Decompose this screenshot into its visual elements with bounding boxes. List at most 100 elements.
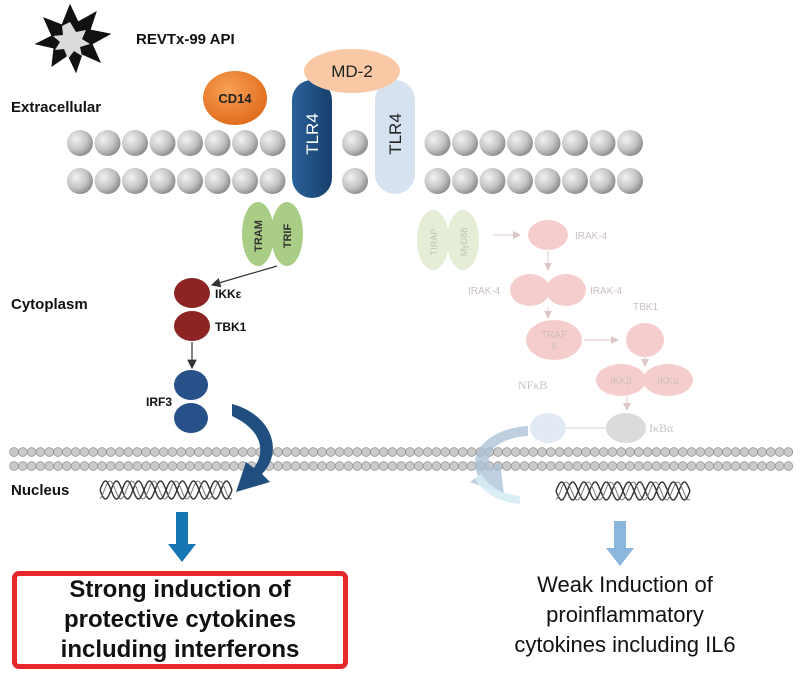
nuclear-lipid-bead	[334, 461, 345, 471]
irf3-label: IRF3	[146, 395, 172, 409]
nuclear-lipid-bead	[220, 461, 230, 471]
nuclear-lipid-bead	[510, 461, 521, 471]
nuclear-lipid-bead	[238, 447, 248, 457]
nuclear-lipid-bead	[422, 461, 433, 471]
lipid-bead	[342, 130, 368, 156]
nuclear-lipid-bead	[299, 461, 310, 471]
lipid-bead	[259, 168, 286, 194]
cytoplasm-label: Cytoplasm	[11, 296, 88, 313]
nuclear-lipid-bead	[449, 461, 459, 471]
nuclear-lipid-bead	[202, 461, 213, 471]
myd88-node	[447, 210, 479, 270]
nuclear-lipid-bead	[774, 461, 785, 471]
nuclear-lipid-bead	[502, 447, 512, 457]
nuclear-lipid-bead	[510, 447, 521, 457]
nuclear-lipid-bead	[783, 447, 794, 457]
nuclear-lipid-bead	[739, 461, 750, 471]
lipid-bead	[507, 130, 533, 156]
nuclear-lipid-bead	[26, 461, 37, 471]
nuclear-lipid-bead	[669, 461, 679, 471]
dna-helix-right	[555, 481, 691, 501]
nuclear-lipid-bead	[282, 461, 292, 471]
strong-outcome-text: Strong induction of protective cytokines…	[60, 576, 300, 663]
nuclear-lipid-bead	[642, 447, 653, 457]
nuclear-lipid-bead	[572, 461, 582, 471]
lipid-bead	[149, 168, 176, 194]
nuclear-lipid-bead	[757, 447, 767, 457]
lipid-bead	[617, 168, 643, 194]
nuclear-lipid-bead	[150, 461, 160, 471]
nuclear-lipid-bead	[79, 447, 90, 457]
nuclear-lipid-bead	[123, 461, 134, 471]
lipid-bead	[67, 130, 93, 156]
lipid-bead	[617, 130, 643, 156]
nuclear-lipid-bead	[79, 461, 90, 471]
nuclear-lipid-bead	[766, 461, 776, 471]
nuclear-membrane	[9, 447, 794, 471]
nuclear-lipid-bead	[62, 461, 72, 471]
nuclear-lipid-bead	[519, 447, 530, 457]
lipid-bead	[479, 130, 506, 156]
nuclear-lipid-bead	[194, 461, 204, 471]
strong-outcome-box: Strong induction of protective cytokines…	[12, 571, 348, 669]
nuclear-lipid-bead	[97, 461, 107, 471]
nuclear-lipid-bead	[167, 447, 178, 457]
nuclear-lipid-bead	[704, 461, 714, 471]
nuclear-lipid-bead	[150, 447, 160, 457]
nuclear-lipid-bead	[18, 447, 28, 457]
nuclear-lipid-bead	[132, 461, 142, 471]
nuclear-lipid-bead	[713, 461, 723, 471]
md2-label: MD-2	[331, 62, 373, 81]
cd14-node	[203, 71, 267, 125]
extracellular-label: Extracellular	[11, 99, 102, 116]
nuclear-lipid-bead	[642, 461, 653, 471]
nuclear-lipid-bead	[44, 461, 54, 471]
nuclear-lipid-bead	[466, 461, 477, 471]
weak-outcome-text: Weak Induction of proinflammatory cytoki…	[514, 572, 736, 657]
tram-node	[242, 202, 274, 266]
nuclear-lipid-bead	[370, 461, 380, 471]
nuclear-lipid-bead	[554, 447, 565, 457]
nuclear-lipid-bead	[651, 447, 662, 457]
lipid-bead	[342, 168, 368, 194]
nuclear-lipid-bead	[493, 447, 503, 457]
nuclear-lipid-bead	[519, 461, 530, 471]
irak4-top-label: IRAK-4	[575, 231, 608, 242]
tlr4-active-label: TLR4	[303, 113, 322, 155]
lipid-bead	[534, 168, 561, 194]
lipid-bead	[424, 168, 451, 194]
irak4-right-label: IRAK-4	[590, 286, 623, 297]
nuclear-lipid-bead	[713, 447, 723, 457]
nuclear-lipid-bead	[35, 461, 46, 471]
ikba-node	[606, 413, 646, 443]
nuclear-lipid-bead	[466, 447, 477, 457]
traf6-node	[526, 320, 582, 360]
nuclear-lipid-bead	[246, 447, 257, 457]
ikke-node	[174, 278, 210, 308]
lipid-bead	[259, 130, 286, 156]
nuclear-lipid-bead	[317, 461, 327, 471]
nuclear-lipid-bead	[431, 447, 442, 457]
nuclear-lipid-bead	[581, 447, 591, 457]
lipid-bead	[452, 168, 478, 194]
nuclear-lipid-bead	[634, 461, 644, 471]
lipid-bead	[149, 130, 176, 156]
lipid-bead	[67, 168, 93, 194]
nuclear-lipid-bead	[396, 447, 406, 457]
nuclear-lipid-bead	[572, 447, 582, 457]
tbk1-label: TBK1	[215, 320, 247, 334]
lipid-bead	[424, 130, 451, 156]
nuclear-lipid-bead	[361, 461, 371, 471]
nuclear-lipid-bead	[414, 447, 424, 457]
nuclear-lipid-bead	[730, 447, 741, 457]
nuclear-lipid-bead	[546, 461, 556, 471]
nuclear-lipid-bead	[774, 447, 785, 457]
myd88-label: MyD88	[459, 228, 469, 257]
nuclear-lipid-bead	[766, 447, 776, 457]
nuclear-lipid-bead	[422, 447, 433, 457]
nuclear-lipid-bead	[290, 447, 301, 457]
nuclear-lipid-bead	[53, 461, 63, 471]
nuclear-lipid-bead	[308, 447, 318, 457]
nuclear-lipid-bead	[334, 447, 345, 457]
